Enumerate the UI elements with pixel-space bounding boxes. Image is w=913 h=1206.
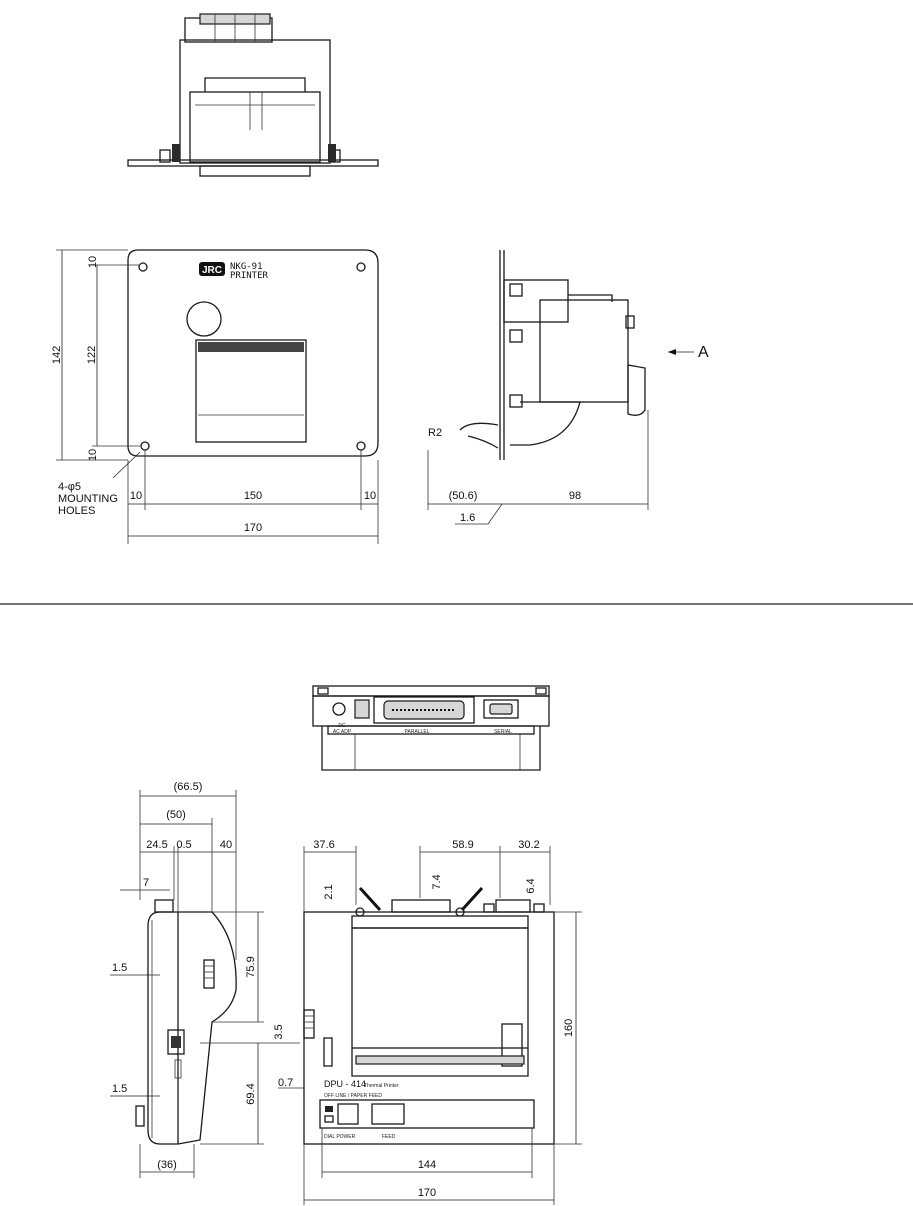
dim-seg-a: 24.5 bbox=[146, 839, 167, 851]
printer-front-panel: JRC NKG-91 PRINTER bbox=[128, 250, 378, 456]
dim-rear-depth: 98 bbox=[569, 490, 581, 502]
view-arrow-label: A bbox=[698, 344, 709, 361]
dim-seg-d: 7 bbox=[143, 877, 149, 889]
power-led-icon bbox=[325, 1106, 333, 1112]
logo-text: JRC bbox=[202, 265, 222, 276]
knob-icon bbox=[187, 302, 221, 336]
feed-key bbox=[372, 1104, 404, 1124]
front-view-dimensions: 37.6 58.9 30.2 2.1 7.4 6.4 160 144 170 bbox=[304, 839, 582, 1205]
dim-wall-upper: 1.5 bbox=[112, 962, 127, 974]
dim-foot-depth: (36) bbox=[157, 1159, 177, 1171]
dim-inner-width: 144 bbox=[418, 1159, 436, 1171]
mounting-hole bbox=[357, 442, 365, 450]
printer-top-view bbox=[128, 14, 378, 176]
dim-wall-lower: 1.5 bbox=[112, 1083, 127, 1095]
dim-top-offset: 10 bbox=[87, 256, 99, 268]
dim-body-depth: (50) bbox=[166, 809, 186, 821]
dim-front-left-offset: 37.6 bbox=[313, 839, 334, 851]
dim-front-right-offset: 30.2 bbox=[518, 839, 539, 851]
dim-height-inner: 122 bbox=[86, 346, 98, 364]
serial-connector-icon bbox=[490, 704, 512, 714]
printer-rear-view: DC AC ADP PARALLEL SERIAL bbox=[313, 686, 549, 770]
dim-offset: 0.7 bbox=[278, 1077, 293, 1089]
dim-seg-c: 40 bbox=[220, 839, 232, 851]
dim-height-upper: 75.9 bbox=[245, 956, 257, 977]
dim-seg-b: 0.5 bbox=[176, 839, 191, 851]
dim-top-c: 6.4 bbox=[525, 878, 537, 893]
model-type: PRINTER bbox=[230, 271, 269, 281]
dim-top-a: 2.1 bbox=[323, 884, 335, 899]
status-led-icon bbox=[325, 1116, 333, 1122]
dim-hole-spacing: 150 bbox=[244, 490, 262, 502]
mounting-hole bbox=[357, 263, 365, 271]
printer-side-view: A R2 (50.6) 98 1.6 bbox=[428, 250, 709, 524]
front-left-label: DIAL POWER bbox=[324, 1134, 356, 1140]
dim-overall-depth: (66.5) bbox=[174, 781, 203, 793]
hole-note-line2: MOUNTING bbox=[58, 493, 118, 505]
front-panel-dimensions: 142 122 10 10 10 150 10 170 4-φ5 MOUNTIN… bbox=[51, 250, 378, 544]
dim-connector-width: 58.9 bbox=[452, 839, 473, 851]
dim-right-offset: 10 bbox=[364, 490, 376, 502]
hole-note-line1: 4-φ5 bbox=[58, 481, 81, 493]
paper-window bbox=[196, 340, 306, 442]
printer-front-view: DPU - 414 Thermal Printer OFF LINE / PAP… bbox=[304, 888, 554, 1144]
hole-note-line3: HOLES bbox=[58, 505, 95, 517]
front-right-label: FEED bbox=[382, 1134, 396, 1140]
dim-front-height: 160 bbox=[563, 1019, 575, 1037]
dim-width-total: 170 bbox=[244, 522, 262, 534]
dim-panel-thickness: 1.6 bbox=[460, 512, 475, 524]
front-keys-caption: OFF LINE / PAPER FEED bbox=[324, 1093, 382, 1099]
dim-height-total: 142 bbox=[51, 346, 63, 364]
dim-front-width: 170 bbox=[418, 1187, 436, 1199]
dim-left-offset: 10 bbox=[130, 490, 142, 502]
dim-front-depth: (50.6) bbox=[449, 490, 478, 502]
mounting-hole bbox=[141, 442, 149, 450]
dim-gap: 3.5 bbox=[273, 1024, 285, 1039]
front-model-label: DPU - 414 bbox=[324, 1079, 366, 1089]
online-key bbox=[338, 1104, 358, 1124]
mounting-hole bbox=[139, 263, 147, 271]
dim-bottom-offset: 10 bbox=[87, 449, 99, 461]
side-profile-dimensions: (66.5) (50) 24.5 0.5 40 7 1.5 1.5 75.9 3… bbox=[110, 781, 304, 1178]
front-model-sub: Thermal Printer bbox=[364, 1083, 399, 1089]
dc-jack-icon bbox=[333, 703, 345, 715]
dim-height-lower: 69.4 bbox=[245, 1083, 257, 1104]
dim-top-b: 7.4 bbox=[431, 874, 443, 889]
radius-label: R2 bbox=[428, 427, 442, 439]
